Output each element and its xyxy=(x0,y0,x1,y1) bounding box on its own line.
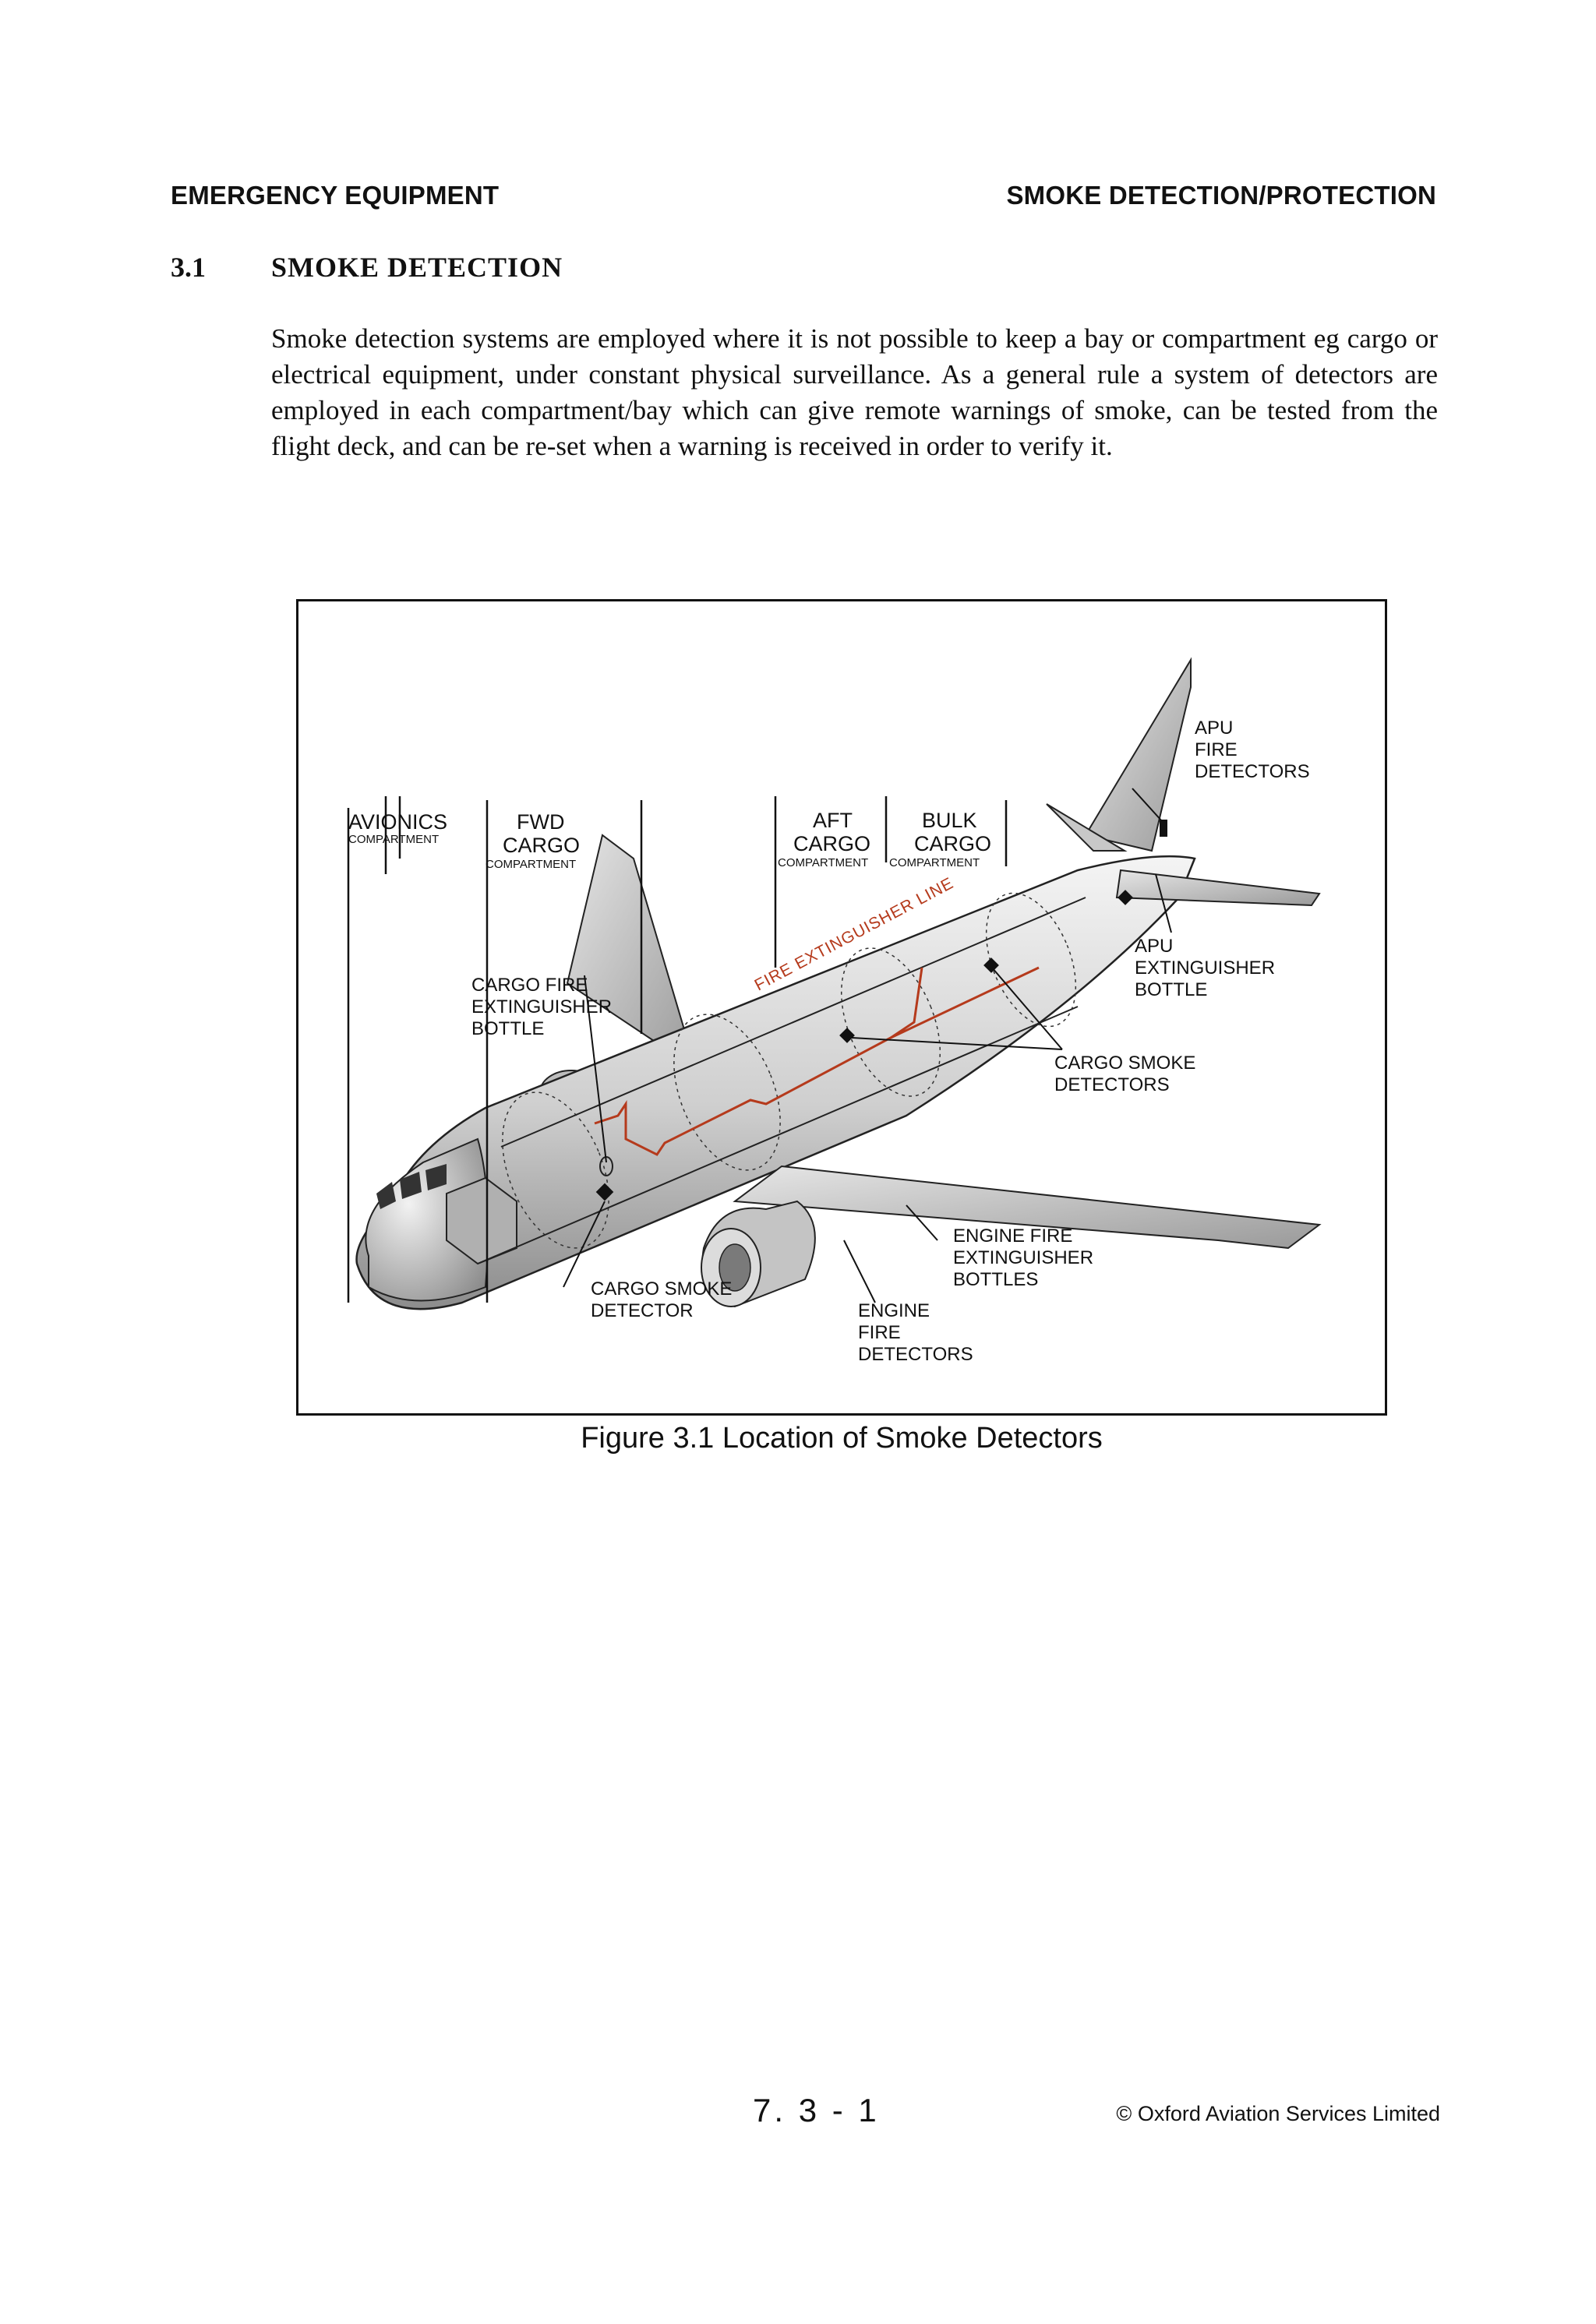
vertical-stabilizer xyxy=(1084,657,1192,852)
apu-fire-detector xyxy=(1160,820,1167,837)
label-fwd-cargo: CARGO xyxy=(503,834,580,857)
cargo-smoke-detector-aft1 xyxy=(839,1028,855,1043)
label-bulk-cargo: CARGO xyxy=(914,832,991,855)
left-stabilizer xyxy=(1046,803,1128,852)
label-apu-fire-3: DETECTORS xyxy=(1195,761,1310,782)
cargo-smoke-detector-aft2 xyxy=(983,957,999,973)
label-cargo-smoke-2: DETECTOR xyxy=(591,1300,694,1321)
label-aft-cargo: CARGO xyxy=(793,832,870,855)
label-apu-fire-1: APU xyxy=(1195,718,1233,739)
right-stabilizer xyxy=(1115,869,1321,907)
label-aft: AFT xyxy=(813,809,853,832)
figure-frame: AVIONICS COMPARTMENT FWD CARGO COMPARTME… xyxy=(296,599,1387,1416)
fire-extinguisher-line xyxy=(594,966,1040,1156)
fuselage xyxy=(355,855,1196,1310)
copyright: © Oxford Aviation Services Limited xyxy=(1116,2102,1440,2125)
label-cargo-smoke-1: CARGO SMOKE xyxy=(591,1278,732,1300)
aircraft-diagram: AVIONICS COMPARTMENT FWD CARGO COMPARTME… xyxy=(347,657,1322,1365)
figure-caption: Figure 3.1 Location of Smoke Detectors xyxy=(581,1422,1103,1455)
label-apu-ext-2: EXTINGUISHER xyxy=(1135,957,1275,979)
header-left: EMERGENCY EQUIPMENT xyxy=(171,181,500,210)
ring-aft xyxy=(985,892,1077,1028)
label-avionics: AVIONICS xyxy=(348,810,447,834)
label-engine-det-3: DETECTORS xyxy=(858,1344,973,1365)
ring-mid2 xyxy=(840,947,941,1097)
label-apu-ext-3: BOTTLE xyxy=(1135,979,1207,1000)
label-fwd: FWD xyxy=(517,810,564,834)
page-number: 7. 3 - 1 xyxy=(753,2092,880,2128)
label-bulk-sub: COMPARTMENT xyxy=(889,856,980,869)
label-avionics-sub: COMPARTMENT xyxy=(348,833,439,846)
cockpit-windows xyxy=(376,1164,447,1209)
label-fwd-sub: COMPARTMENT xyxy=(486,858,576,871)
cargo-smoke-detector-bulk xyxy=(1118,890,1133,905)
avionics-box xyxy=(446,1176,517,1265)
label-apu-fire-2: FIRE xyxy=(1195,739,1238,760)
right-engine xyxy=(701,1200,816,1308)
header-right: SMOKE DETECTION/PROTECTION xyxy=(1006,181,1436,210)
cargo-ceiling xyxy=(500,897,1086,1148)
label-aft-sub: COMPARTMENT xyxy=(778,856,868,869)
label-cargo-smoke-pl-1: CARGO SMOKE xyxy=(1054,1053,1195,1074)
right-wing xyxy=(733,1165,1322,1250)
label-engine-det-1: ENGINE xyxy=(858,1300,930,1321)
label-cargo-fire-2: EXTINGUISHER xyxy=(471,996,612,1017)
label-engine-ext-3: BOTTLES xyxy=(953,1269,1038,1290)
label-engine-ext-2: EXTINGUISHER xyxy=(953,1247,1093,1268)
label-cargo-smoke-pl-2: DETECTORS xyxy=(1054,1074,1170,1095)
section-paragraph: Smoke detection systems are employed whe… xyxy=(271,323,1438,461)
label-cargo-fire-1: CARGO FIRE xyxy=(471,975,588,996)
section-title: SMOKE DETECTION xyxy=(271,252,563,283)
label-cargo-fire-3: BOTTLE xyxy=(471,1018,544,1039)
label-apu-ext-1: APU xyxy=(1135,936,1173,957)
label-engine-det-2: FIRE xyxy=(858,1322,901,1343)
label-bulk: BULK xyxy=(922,809,977,832)
section-number: 3.1 xyxy=(171,252,206,283)
label-engine-ext-1: ENGINE FIRE xyxy=(953,1225,1072,1247)
cargo-floor xyxy=(477,1006,1079,1264)
cargo-smoke-detector-fwd xyxy=(595,1183,614,1201)
